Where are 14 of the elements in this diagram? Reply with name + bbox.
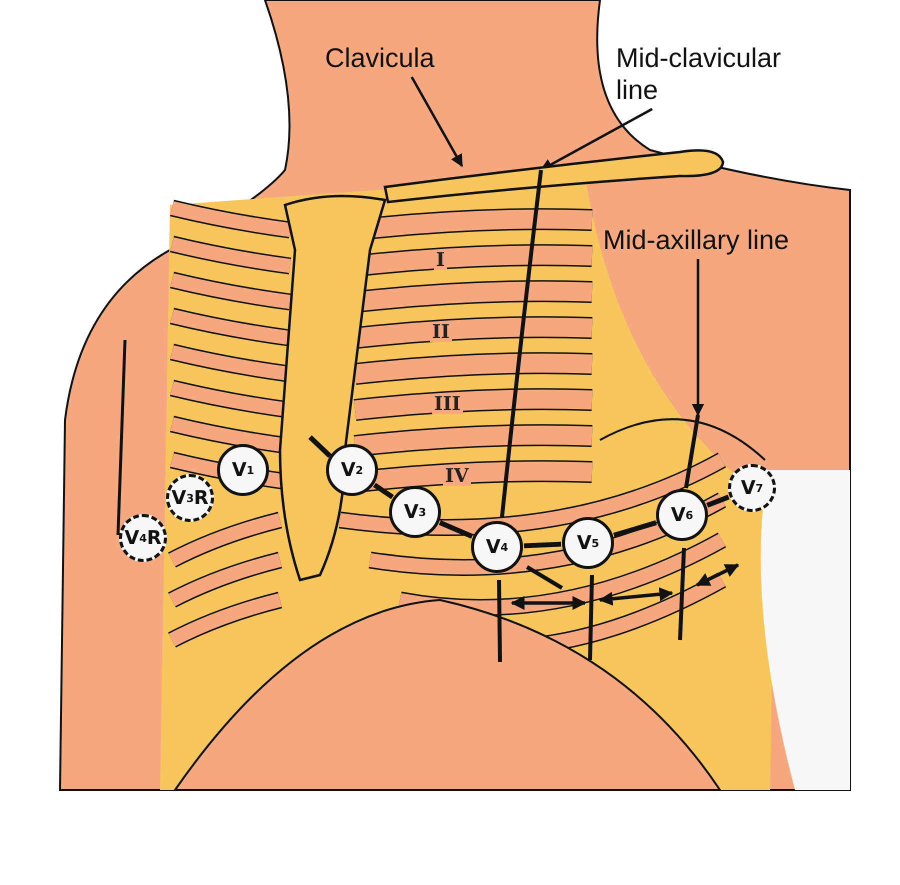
lead-wire	[438, 520, 474, 539]
anatomy-label: Mid-axillary line	[603, 224, 793, 256]
rib-space-number: III	[432, 394, 463, 414]
lead-wire	[373, 482, 394, 500]
anatomy-label: Clavicula	[325, 42, 477, 74]
rib-space-number: II	[430, 322, 452, 342]
lead-wire	[613, 520, 657, 538]
leader-arrow	[692, 259, 704, 416]
anatomy-label: Mid-clavicular line	[616, 42, 816, 106]
leader-arrow	[410, 76, 464, 168]
lead-wire	[706, 494, 730, 508]
lead-wire	[524, 542, 562, 548]
rib-space-number: I	[434, 250, 447, 270]
rib-space-number: IV	[443, 466, 471, 486]
